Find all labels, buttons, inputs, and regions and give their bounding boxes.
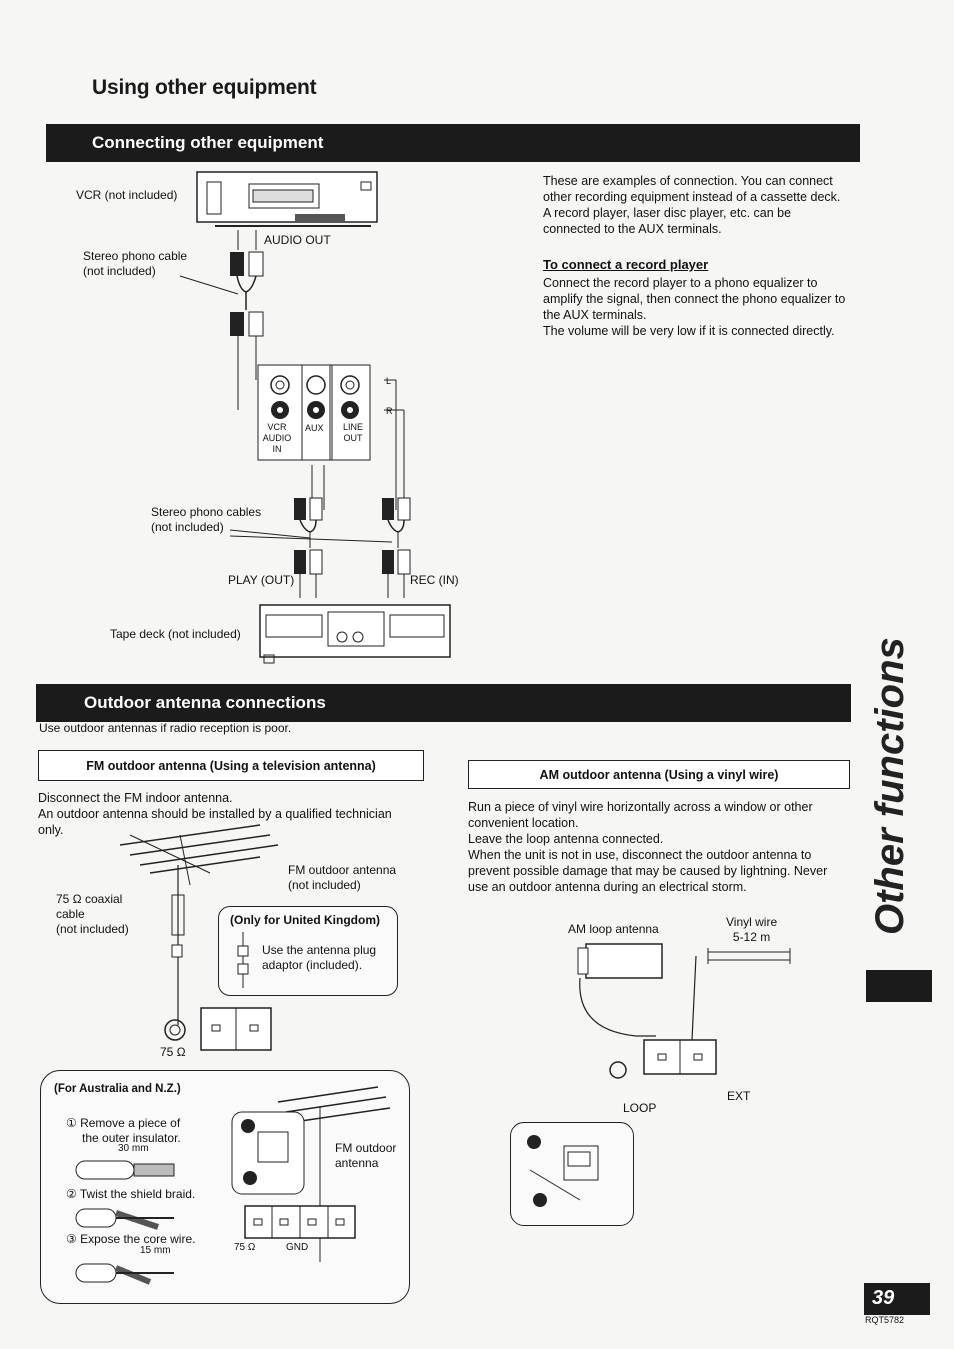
step2: ② Twist the shield braid. — [66, 1187, 196, 1201]
page-number: 39 — [872, 1287, 895, 1309]
record-player-line: amplify the signal, then connect the pho… — [543, 292, 846, 306]
vcr-audio-in-line2: AUDIO — [262, 433, 292, 443]
rec-in-label: REC (IN) — [410, 573, 459, 587]
stereo-cables-label: Stereo phono cables — [151, 505, 262, 519]
r-marker: R — [386, 406, 393, 416]
record-player-line: The volume will be very low if it is con… — [543, 324, 835, 338]
am-text-line: Run a piece of vinyl wire horizontally a… — [468, 800, 813, 814]
vcr-audio-in-line1: VCR — [267, 422, 287, 432]
vcr-device — [196, 171, 378, 227]
vcr-audio-in-label: VCR AUDIO IN — [262, 422, 292, 455]
vinyl-wire-line2: 5-12 m — [732, 930, 771, 944]
stereo-cable-label: Stereo phono cable — [83, 249, 188, 263]
step1-line1: ① Remove a piece of — [66, 1116, 181, 1130]
side-label: Other functions — [868, 637, 912, 935]
vcr-audio-in-line3: IN — [272, 444, 282, 454]
connect-intro-line: A record player, laser disc player, etc.… — [543, 206, 792, 220]
audio-out-label: AUDIO OUT — [264, 233, 331, 247]
connect-intro-line: These are examples of connection. You ca… — [543, 174, 833, 188]
aus-fm-line2: antenna — [335, 1156, 379, 1170]
antenna-intro: Use outdoor antennas if radio reception … — [39, 721, 292, 735]
fm-text-line: An outdoor antenna should be installed b… — [38, 807, 392, 821]
page-title: Using other equipment — [92, 76, 317, 99]
fm-text-line: only. — [38, 823, 64, 837]
fm-text: Disconnect the FM indoor antenna. An out… — [38, 790, 438, 838]
section-header-connecting: Connecting other equipment — [46, 124, 860, 162]
record-player-line: Connect the record player to a phono equ… — [543, 276, 818, 290]
record-player-heading: To connect a record player — [543, 257, 709, 272]
coax-line1: 75 Ω coaxial — [56, 892, 123, 906]
fm-antenna-line2: (not included) — [288, 878, 361, 892]
cable-step2-drawing — [75, 1208, 174, 1230]
aus-terminal-box — [244, 1205, 356, 1239]
stereo-cables-label-b: (not included) — [151, 520, 224, 534]
ohm-label: 75 Ω — [160, 1045, 186, 1059]
doc-code: RQT5782 — [865, 1315, 905, 1325]
vcr-label: VCR (not included) — [76, 188, 178, 202]
am-text-line: use an outdoor antenna during an electri… — [468, 880, 747, 894]
line-out-line2: OUT — [343, 433, 363, 443]
am-text-line: prevent possible damage that may be caus… — [468, 864, 828, 878]
page-number-box: 39 — [864, 1283, 930, 1315]
aus-fm-label: FM outdoor antenna — [335, 1141, 396, 1171]
uk-title: (Only for United Kingdom) — [230, 913, 380, 927]
gnd-label: GND — [286, 1242, 309, 1253]
fm-antenna-drawing — [119, 824, 279, 1041]
line-out-label: LINE OUT — [340, 422, 366, 444]
section-header-connecting-label: Connecting other equipment — [92, 133, 324, 152]
uk-text-line2: adaptor (included). — [262, 958, 363, 972]
dim-15mm: 15 mm — [140, 1245, 171, 1256]
fm-text-line: Disconnect the FM indoor antenna. — [38, 791, 233, 805]
uk-text: Use the antenna plug adaptor (included). — [262, 943, 376, 973]
step3: ③ Expose the core wire. — [66, 1232, 196, 1246]
am-text-line: When the unit is not in use, disconnect … — [468, 848, 812, 862]
side-tab — [866, 970, 932, 1002]
am-detail-drawing — [527, 1135, 599, 1207]
section-header-antenna: Outdoor antenna connections — [36, 684, 851, 722]
cable-step3-drawing — [75, 1263, 174, 1285]
section-header-antenna-label: Outdoor antenna connections — [84, 693, 326, 712]
vinyl-wire-line1: Vinyl wire — [726, 915, 778, 929]
fm-heading: FM outdoor antenna (Using a television a… — [38, 750, 424, 781]
am-text: Run a piece of vinyl wire horizontally a… — [468, 799, 858, 895]
step1-line2: the outer insulator. — [82, 1131, 181, 1145]
coax-line3: (not included) — [56, 922, 129, 936]
play-out-label: PLAY (OUT) — [228, 573, 295, 587]
fm-antenna-line1: FM outdoor antenna — [288, 863, 397, 877]
ext-label: EXT — [727, 1089, 751, 1103]
step1: ① Remove a piece of the outer insulator. — [66, 1116, 181, 1146]
cable-step1-drawing — [75, 1160, 175, 1180]
loop-label: LOOP — [623, 1101, 657, 1115]
australia-title: (For Australia and N.Z.) — [54, 1083, 181, 1095]
dim-30mm: 30 mm — [118, 1143, 149, 1154]
coax-label: 75 Ω coaxial cable (not included) — [56, 892, 129, 937]
connect-intro-line: connected to the AUX terminals. — [543, 222, 722, 236]
aus-fm-line1: FM outdoor — [335, 1141, 397, 1155]
line-out-line1: LINE — [342, 422, 363, 432]
fm-terminal-box — [200, 1007, 272, 1051]
stereo-cable-label-b: (not included) — [83, 264, 156, 278]
am-text-line: Leave the loop antenna connected. — [468, 832, 664, 846]
uk-text-line1: Use the antenna plug — [262, 943, 377, 957]
tape-deck-label: Tape deck (not included) — [110, 627, 241, 641]
am-heading: AM outdoor antenna (Using a vinyl wire) — [468, 760, 850, 789]
aus-ohm-label: 75 Ω — [234, 1242, 256, 1253]
plug-adaptor-icon — [237, 932, 249, 988]
coax-line2: cable — [56, 907, 85, 921]
connect-intro-line: other recording equipment instead of a c… — [543, 190, 841, 204]
l-marker: L — [386, 376, 392, 386]
cable-diagram — [179, 230, 451, 664]
connect-intro: These are examples of connection. You ca… — [543, 173, 861, 237]
am-loop-antenna-label: AM loop antenna — [568, 922, 659, 936]
am-antenna-drawing — [577, 943, 791, 1079]
record-player-line: the AUX terminals. — [543, 308, 647, 322]
am-text-line: convenient location. — [468, 816, 579, 830]
aux-label: AUX — [305, 423, 324, 433]
vinyl-wire-label: Vinyl wire 5-12 m — [726, 915, 777, 945]
fm-antenna-label: FM outdoor antenna (not included) — [288, 863, 396, 893]
record-player-text: Connect the record player to a phono equ… — [543, 275, 861, 339]
